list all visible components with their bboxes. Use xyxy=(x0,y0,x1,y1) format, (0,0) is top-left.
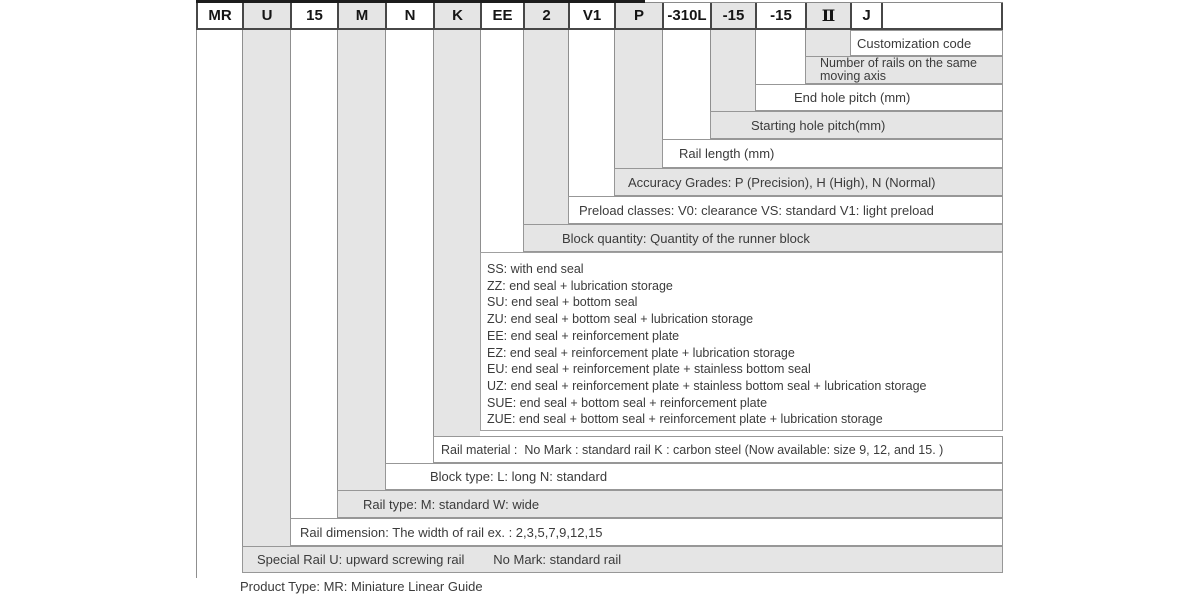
column-strip-15 xyxy=(290,30,337,518)
band-accuracy-grades-label: Accuracy Grades: P (Precision), H (High)… xyxy=(628,174,936,190)
band-seal-codes: SS: with end seal ZZ: end seal + lubrica… xyxy=(480,252,1003,431)
band-starting-hole-pitch: Starting hole pitch(mm) xyxy=(710,111,1003,139)
band-special-rail-label: Special Rail U: upward screwing rail No … xyxy=(257,552,622,567)
code-cell-15-end: -15 xyxy=(755,3,805,28)
column-strip-m xyxy=(337,30,385,490)
band-product-type: Product Type: MR: Miniature Linear Guide xyxy=(240,579,483,594)
seal-code-ez: EZ: end seal + reinforcement plate + lub… xyxy=(487,345,795,360)
band-rail-length: Rail length (mm) xyxy=(662,139,1003,168)
band-preload-classes: Preload classes: V0: clearance VS: stand… xyxy=(568,196,1003,224)
header-top-thin-border xyxy=(645,2,1003,3)
band-customization-code: Customization code xyxy=(850,30,1003,56)
code-cell-v1: V1 xyxy=(568,3,614,28)
band-rail-type: Rail type: M: standard W: wide xyxy=(337,490,1003,518)
seal-code-su: SU: end seal + bottom seal xyxy=(487,295,638,310)
band-customization-code-label: Customization code xyxy=(857,35,972,51)
seal-code-eu: EU: end seal + reinforcement plate + sta… xyxy=(487,362,811,377)
band-block-type-label: Block type: L: long N: standard xyxy=(430,469,608,484)
code-cell-m: M xyxy=(337,3,385,28)
column-strip-u xyxy=(242,30,290,546)
code-cell-k: K xyxy=(433,3,480,28)
code-cell-mr: MR xyxy=(196,3,242,28)
seal-code-zu: ZU: end seal + bottom seal + lubrication… xyxy=(487,312,754,327)
band-special-rail: Special Rail U: upward screwing rail No … xyxy=(242,546,1003,573)
band-rail-length-label: Rail length (mm) xyxy=(679,146,775,161)
seal-code-zue: ZUE: end seal + bottom seal + reinforcem… xyxy=(487,412,883,427)
seal-code-ee: EE: end seal + reinforcement plate xyxy=(487,328,680,343)
code-cell-empty xyxy=(881,3,1003,28)
band-rail-dimension: Rail dimension: The width of rail ex. : … xyxy=(290,518,1003,546)
seal-code-sue: SUE: end seal + bottom seal + reinforcem… xyxy=(487,395,768,410)
band-preload-classes-label: Preload classes: V0: clearance VS: stand… xyxy=(579,202,934,218)
header-bottom-border xyxy=(196,28,1003,30)
code-cell-15-start: -15 xyxy=(710,3,755,28)
code-cell-j: J xyxy=(850,3,881,28)
code-cell-15: 15 xyxy=(290,3,337,28)
code-cell-2: 2 xyxy=(523,3,568,28)
code-cell-u: U xyxy=(242,3,290,28)
band-rail-material-label: Rail material : No Mark : standard rail … xyxy=(441,442,944,457)
header-top-thick-border xyxy=(196,0,645,3)
band-accuracy-grades: Accuracy Grades: P (Precision), H (High)… xyxy=(614,168,1003,196)
band-end-hole-pitch: End hole pitch (mm) xyxy=(755,84,1003,111)
seal-code-ss: SS: with end seal xyxy=(487,262,584,276)
column-strip-v1 xyxy=(568,30,614,196)
band-block-type: Block type: L: long N: standard xyxy=(385,463,1003,490)
code-cell-310l: -310L xyxy=(662,3,710,28)
column-strip-ee xyxy=(480,30,523,252)
column-strip-15-start xyxy=(710,30,755,111)
band-rail-material: Rail material : No Mark : standard rail … xyxy=(433,436,1003,463)
band-rail-dimension-label: Rail dimension: The width of rail ex. : … xyxy=(300,524,603,540)
column-strip-15-end xyxy=(755,30,805,84)
seal-code-zz: ZZ: end seal + lubrication storage xyxy=(487,278,673,293)
band-rails-count-label: Number of rails on the same moving axis xyxy=(820,56,978,83)
band-rail-type-label: Rail type: M: standard W: wide xyxy=(363,496,540,512)
band-rails-count: Number of rails on the same moving axis xyxy=(805,56,1003,84)
column-strip-2 xyxy=(523,30,568,224)
column-strip-k xyxy=(433,30,480,436)
code-cell-n: N xyxy=(385,3,433,28)
column-strip-p xyxy=(614,30,662,168)
column-strip-310l xyxy=(662,30,710,139)
seal-code-uz: UZ: end seal + reinforcement plate + sta… xyxy=(487,378,927,393)
column-strip-ii xyxy=(805,30,850,56)
band-block-quantity-label: Block quantity: Quantity of the runner b… xyxy=(562,230,810,246)
code-cell-p: P xyxy=(614,3,662,28)
column-strip-mr xyxy=(196,30,242,578)
band-starting-hole-pitch-label: Starting hole pitch(mm) xyxy=(751,117,886,133)
code-cell-ee: EE xyxy=(480,3,523,28)
band-end-hole-pitch-label: End hole pitch (mm) xyxy=(794,90,911,105)
column-strip-n xyxy=(385,30,433,463)
band-block-quantity: Block quantity: Quantity of the runner b… xyxy=(523,224,1003,252)
code-cell-ii: Ⅱ xyxy=(805,3,850,28)
